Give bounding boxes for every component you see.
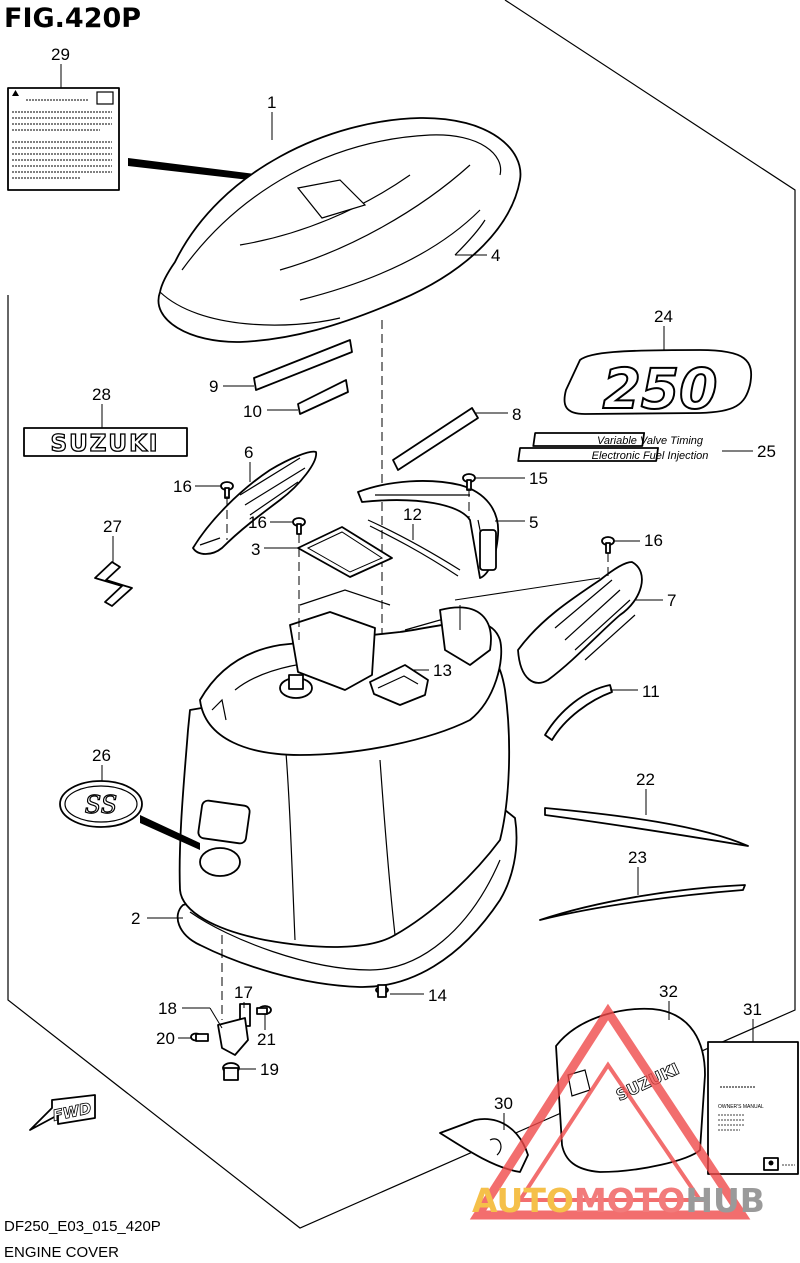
suzuki-decal-29: SUZUKI	[23, 427, 188, 458]
callout-17: 16	[248, 513, 267, 532]
callout-5: 5	[529, 513, 538, 532]
callout-22: 21	[257, 1030, 276, 1049]
callout-29: 28	[92, 385, 111, 404]
strip-9	[253, 339, 353, 391]
callout-15: 15	[529, 469, 548, 488]
tool-bag-31	[439, 1118, 529, 1173]
callout-26: 25	[757, 442, 776, 461]
strip-11	[544, 684, 613, 741]
callout-20: 19	[260, 1060, 279, 1079]
svg-text:Electronic Fuel Injection: Electronic Fuel Injection	[592, 450, 709, 462]
callout-32: 31	[743, 1000, 762, 1019]
figure-code: DF250_E03_015_420P	[4, 1218, 161, 1235]
callout-6: 6	[244, 443, 253, 462]
inner-pan	[199, 589, 503, 756]
top-cover-1	[157, 117, 522, 343]
seal-4	[454, 219, 486, 256]
grille-6	[192, 450, 317, 555]
callout-11: 11	[642, 682, 660, 701]
svg-text:OWNER'S MANUAL: OWNER'S MANUAL	[718, 1104, 764, 1110]
strip-12	[367, 519, 461, 571]
callout-3: 3	[251, 540, 260, 559]
callout-21: 20	[156, 1029, 175, 1048]
callout-1: 1	[267, 93, 276, 112]
screw-16-right	[601, 536, 615, 554]
s-logo-decal-28	[94, 561, 133, 607]
callout-16-left: 16	[173, 477, 192, 496]
figure-title: FIG.420P	[4, 3, 141, 34]
grille-7	[517, 561, 643, 684]
callout-9: 9	[209, 377, 218, 396]
callout-14: 14	[428, 986, 447, 1005]
svg-text:SUZUKI: SUZUKI	[51, 431, 160, 457]
stripe-24	[539, 884, 746, 921]
callout-23: 22	[636, 770, 655, 789]
callout-27: 26	[92, 746, 111, 765]
assembly-frame	[7, 0, 796, 1229]
callout-2: 2	[131, 909, 140, 928]
bracket-13	[369, 664, 429, 706]
callout-18: 17	[234, 983, 253, 1002]
callout-33: 32	[659, 982, 678, 1001]
callout-19: 18	[158, 999, 177, 1018]
screw-16-left	[220, 481, 234, 499]
strip-10	[297, 379, 349, 415]
duct-5	[357, 480, 499, 579]
callout-8: 8	[512, 405, 521, 424]
svg-text:Variable Valve Timing: Variable Valve Timing	[597, 435, 704, 447]
latch-18-22	[190, 1003, 272, 1081]
callout-24: 23	[628, 848, 647, 867]
seal-3	[297, 526, 393, 578]
callout-30: 29	[51, 45, 70, 64]
stripe-23	[544, 807, 749, 847]
vvt-efi-decal-26: Variable Valve Timing Electronic Fuel In…	[517, 432, 709, 462]
callout-13: 13	[433, 661, 452, 680]
watermark-logo	[469, 1003, 751, 1220]
callout-25: 24	[654, 307, 673, 326]
strip-8	[392, 407, 479, 471]
model-decal-25: 250	[563, 349, 752, 422]
callouts: 29 1 4 24 28 9 10 8 6 25 16 15 1	[51, 45, 776, 1130]
watermark-text: AUTOMOTOHUB	[472, 1181, 765, 1220]
ss-decal-27: SS	[59, 780, 143, 828]
screw-15	[462, 473, 476, 491]
callout-16-right: 16	[644, 531, 663, 550]
storage-cover-33: SUZUKI	[555, 1007, 706, 1173]
warning-label-30	[7, 87, 120, 191]
callout-31: 30	[494, 1094, 513, 1113]
callout-4: 4	[491, 246, 500, 265]
owners-manual-32: OWNER'S MANUAL	[707, 1041, 799, 1175]
screw-17	[292, 517, 306, 535]
callout-7: 7	[667, 591, 676, 610]
grommet-14	[375, 984, 389, 998]
svg-text:250: 250	[603, 357, 718, 421]
callout-10: 10	[243, 402, 262, 421]
figure-name: ENGINE COVER	[4, 1244, 119, 1261]
callout-28: 27	[103, 517, 122, 536]
fwd-arrow: FWD	[29, 1094, 96, 1131]
svg-text:SS: SS	[85, 791, 117, 819]
callout-12: 12	[403, 505, 422, 524]
